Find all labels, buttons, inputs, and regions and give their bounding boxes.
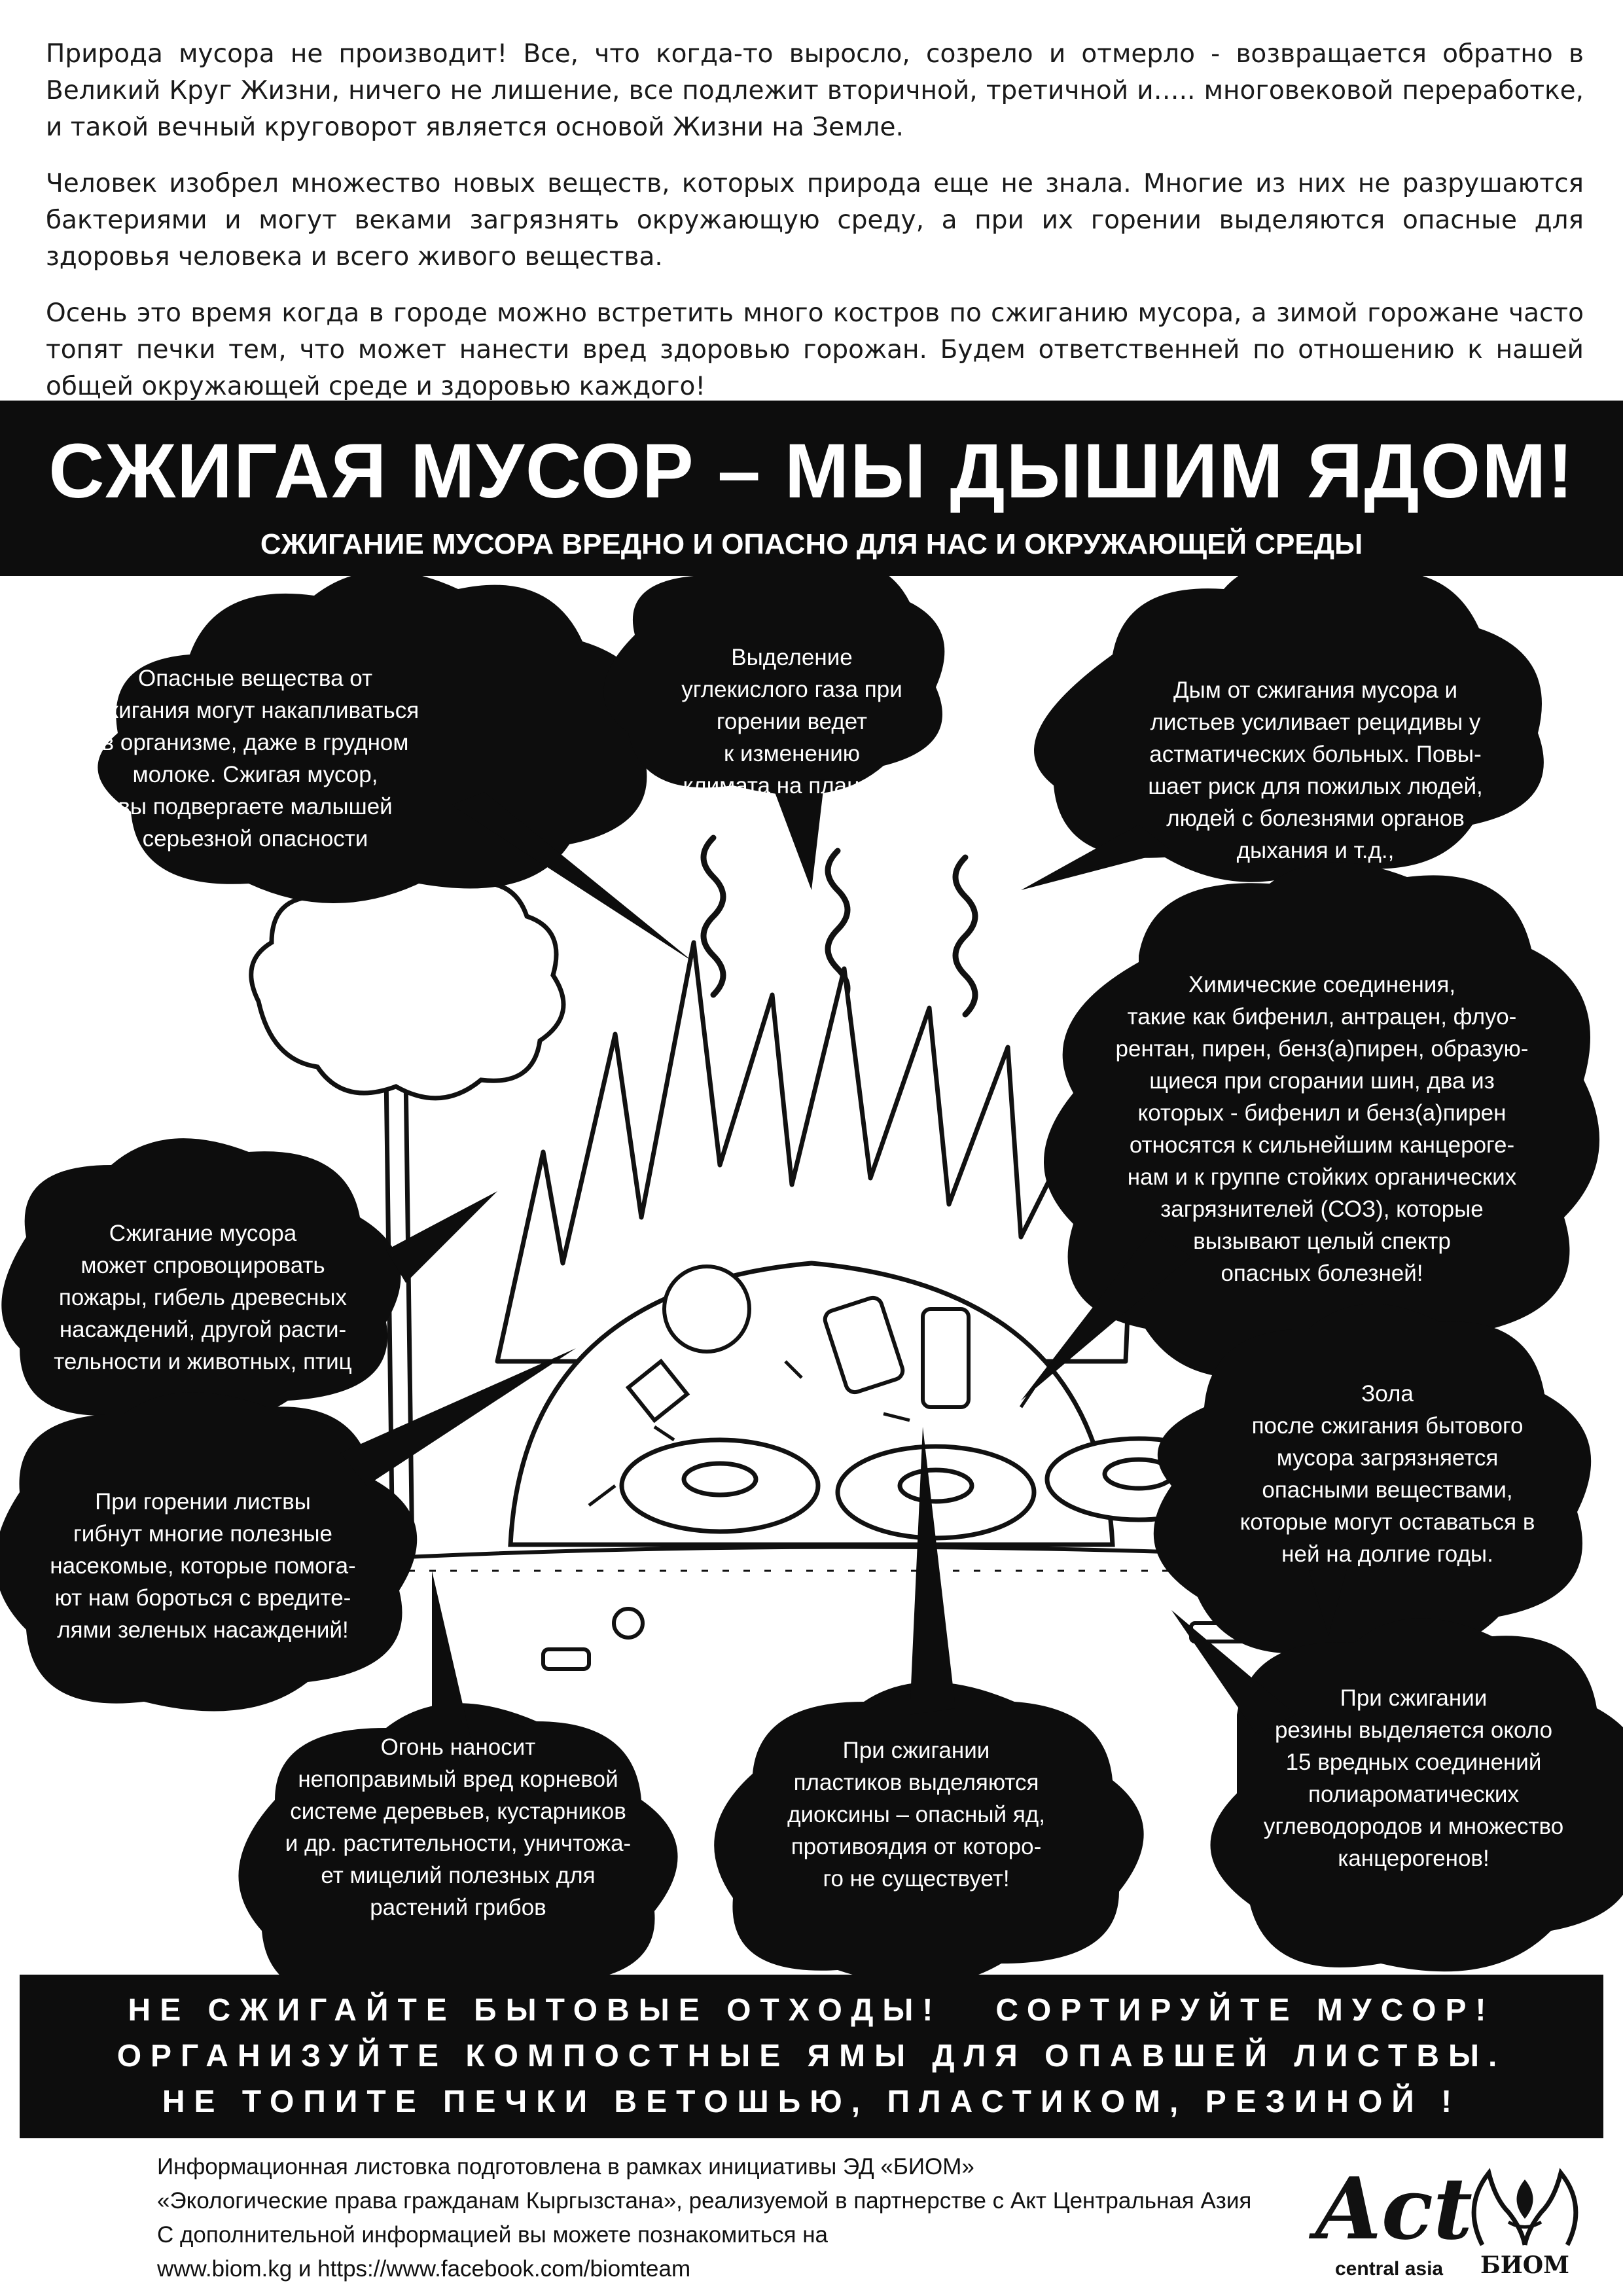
cta-line-2: ОРГАНИЗУЙТЕ КОМПОСТНЫЕ ЯМЫ ДЛЯ ОПАВШЕЙ Л… bbox=[116, 2039, 1507, 2073]
page-subtitle: СЖИГАНИЕ МУСОРА ВРЕДНО И ОПАСНО ДЛЯ НАС … bbox=[260, 528, 1363, 560]
credits: Информационная листовка подготовлена в р… bbox=[157, 2150, 1335, 2286]
illustration bbox=[0, 576, 1623, 1975]
title-banner: СЖИГАЯ МУСОР – МЫ ДЫШИМ ЯДОМ! СЖИГАНИЕ М… bbox=[0, 401, 1623, 576]
page-title: СЖИГАЯ МУСОР – МЫ ДЫШИМ ЯДОМ! bbox=[48, 428, 1575, 514]
bubble-chemicals: Химические соединения, такие как бифенил… bbox=[1115, 972, 1529, 1286]
act-logo-mark: Act bbox=[1315, 2159, 1473, 2259]
ground bbox=[366, 1545, 1296, 1572]
biom-hands-icon bbox=[1471, 2168, 1578, 2246]
call-to-action-banner: НЕ СЖИГАЙТЕ БЫТОВЫЕ ОТХОДЫ! СОРТИРУЙТЕ М… bbox=[20, 1975, 1603, 2138]
bubble-plastics: При сжигании пластиков выделяются диокси… bbox=[787, 1738, 1045, 1892]
bubble-asthma: Дым от сжигания мусора и листьев усилива… bbox=[1148, 677, 1483, 863]
intro-paragraph-2: Человек изобрел множество новых веществ,… bbox=[46, 169, 1584, 272]
bubble-breast-milk: Опасные вещества от сжигания могут накап… bbox=[91, 666, 419, 852]
biom-logo: БИОМ bbox=[1456, 2160, 1594, 2284]
cta-line-1: НЕ СЖИГАЙТЕ БЫТОВЫЕ ОТХОДЫ! СОРТИРУЙТЕ М… bbox=[128, 1993, 1495, 2028]
act-central-asia-logo: Act central asia bbox=[1315, 2160, 1472, 2284]
bubble-insects: При горении листвы гибнут многие полезны… bbox=[50, 1489, 356, 1643]
act-logo-subtitle: central asia bbox=[1335, 2258, 1444, 2280]
bubble-co2: Выделение углекислого газа при горении в… bbox=[681, 645, 902, 798]
small-debris-icon bbox=[541, 1607, 1252, 1671]
speech-bubbles bbox=[0, 576, 1623, 1975]
credits-line-4[interactable]: www.biom.kg и https://www.facebook.com/b… bbox=[157, 2256, 691, 2282]
intro-paragraph-1: Природа мусора не производит! Все, что к… bbox=[46, 39, 1584, 142]
bubble-fires: Сжигание мусора может спровоцировать пож… bbox=[54, 1221, 352, 1374]
cta-line-3: НЕ ТОПИТЕ ПЕЧКИ ВЕТОШЬЮ, ПЛАСТИКОМ, РЕЗИ… bbox=[162, 2085, 1461, 2119]
credits-line-2: «Экологические права гражданам Кыргызста… bbox=[157, 2188, 1252, 2214]
bubble-roots: Огонь наносит непоправимый вред корневой… bbox=[285, 1734, 632, 1920]
intro-text: Природа мусора не производит! Все, что к… bbox=[46, 36, 1584, 425]
credits-line-3: С дополнительной информацией вы можете п… bbox=[157, 2222, 829, 2248]
bubble-rubber: При сжигании резины выделяется около 15 … bbox=[1263, 1685, 1564, 1871]
credits-line-1: Информационная листовка подготовлена в р… bbox=[157, 2154, 974, 2179]
intro-paragraph-3: Осень это время когда в городе можно вст… bbox=[46, 298, 1584, 401]
bubble-ash: Зола после сжигания бытового мусора загр… bbox=[1240, 1381, 1535, 1567]
biom-logo-subtitle: БИОМ bbox=[1480, 2251, 1569, 2279]
